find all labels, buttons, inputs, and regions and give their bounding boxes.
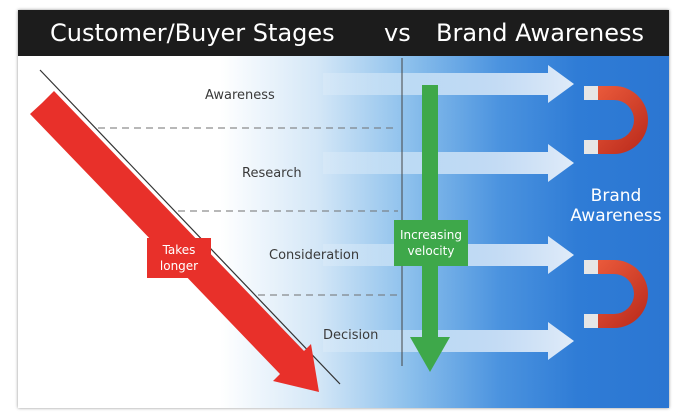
diagonal-guide-line: [39, 69, 341, 385]
stage-label-consideration: Consideration: [269, 248, 360, 263]
customer-stages-title: Customer/Buyer Stages: [50, 19, 335, 47]
velocity-line1: Increasing: [400, 228, 462, 242]
diagram-frame: Customer/Buyer Stages vs Brand Awareness…: [18, 10, 669, 408]
stage-label-decision: Decision: [323, 328, 379, 343]
magnet-icon: [584, 260, 648, 328]
title-bar: Customer/Buyer Stages vs Brand Awareness: [18, 10, 669, 56]
arrow-right-icon: [323, 144, 574, 182]
magnet-icon: [584, 86, 648, 154]
brand-awareness-title: Brand Awareness: [436, 19, 644, 47]
takes-longer-line2: longer: [159, 259, 199, 273]
brand-awareness-label: Brand Awareness: [556, 186, 669, 226]
increasing-velocity-label: Increasing velocity: [394, 220, 468, 266]
arrow-right-icon: [323, 65, 574, 103]
brand-line1: Brand: [590, 186, 642, 206]
stage-label-research: Research: [242, 166, 302, 181]
vs-label: vs: [384, 19, 411, 47]
takes-longer-label: Takes longer: [147, 238, 211, 278]
brand-line2: Awareness: [570, 206, 662, 226]
stage-label-awareness: Awareness: [205, 88, 275, 103]
velocity-line2: velocity: [407, 244, 455, 258]
takes-longer-line1: Takes: [162, 243, 196, 257]
arrow-right-icon: [323, 322, 574, 360]
